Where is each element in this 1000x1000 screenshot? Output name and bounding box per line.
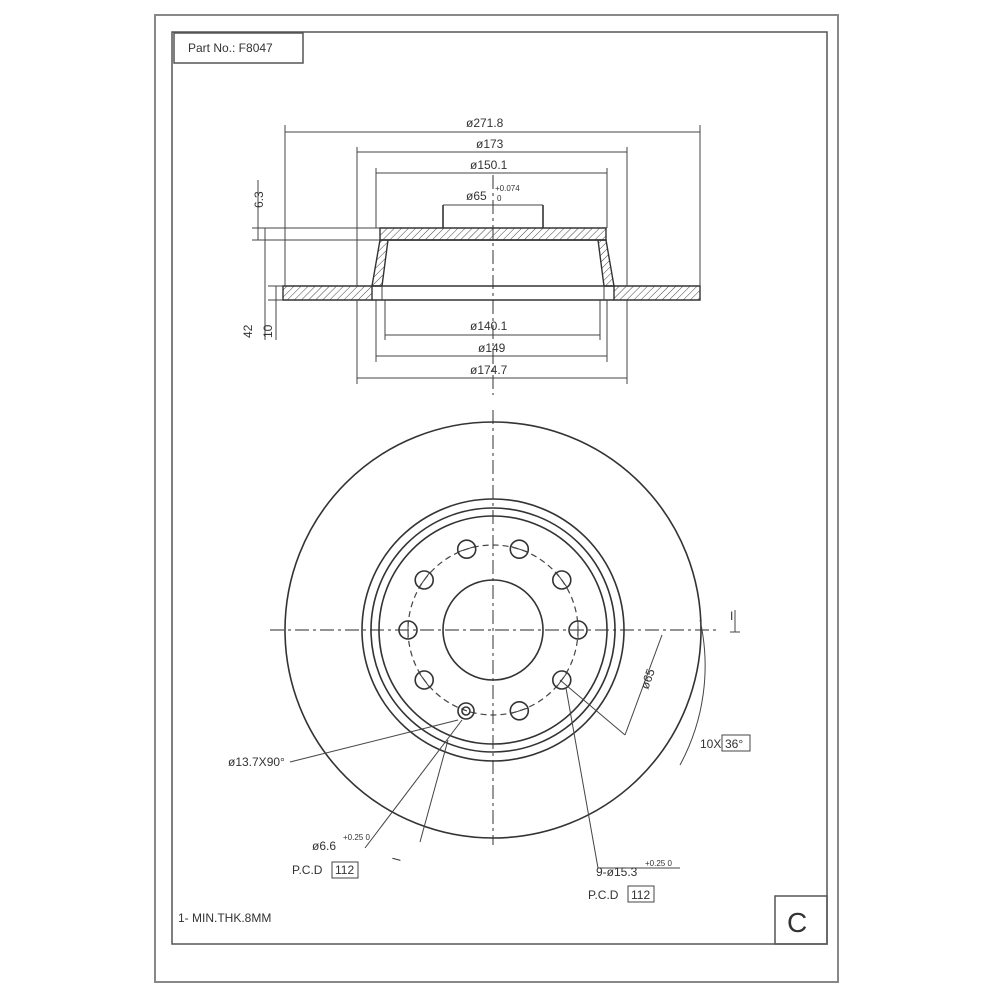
angle-prefix: 10X	[700, 737, 721, 751]
radius-label: ø65	[638, 667, 658, 692]
chamfer-label: ø13.7X90°	[228, 755, 285, 769]
part-number-box	[173, 32, 304, 64]
dim-height: 6.3	[252, 191, 266, 208]
section-mark-1: I	[730, 609, 733, 623]
bolt-hole-axis	[510, 545, 528, 553]
bolt-hole-tol: +0.25 0	[645, 859, 672, 868]
angle-value: 36°	[725, 737, 743, 751]
inner-border	[171, 31, 828, 945]
bolt-hole-axis	[556, 572, 568, 588]
dim-hub-tol-upper: +0.074	[495, 184, 520, 193]
revision-letter: C	[787, 907, 807, 938]
dim-149: ø149	[478, 341, 506, 355]
bolt-hole	[509, 700, 530, 721]
dim-173: ø173	[476, 137, 504, 151]
bolt-pcd-value: 112	[631, 888, 650, 902]
bolt-hole	[414, 570, 435, 590]
bolt-hole	[551, 670, 572, 690]
dim-174: ø174.7	[470, 363, 508, 377]
bolt-hole-label: 9-ø15.3	[596, 865, 638, 879]
bolt-hole	[551, 570, 572, 590]
bolt-pcd-prefix: P.C.D	[588, 888, 619, 902]
small-pcd-prefix: P.C.D	[292, 863, 323, 877]
section-mark-2: I	[389, 856, 403, 863]
front-view: I ø65 10X 36° ø13.7X90° ø6.6 +0.25 0 P.C…	[228, 410, 751, 903]
bolt-hole-axis	[418, 672, 430, 688]
bolt-hole-axis	[418, 572, 430, 588]
small-hole-label: ø6.6	[312, 839, 336, 853]
bolt-hole-axis	[458, 545, 476, 553]
bolt-hole-axis	[510, 707, 528, 715]
small-hole	[457, 702, 475, 720]
dim-hub-tol-lower: 0	[497, 194, 502, 203]
small-hole-tol: +0.25 0	[343, 833, 370, 842]
outer-border	[154, 14, 839, 983]
part-number-label: Part No.: F8047	[188, 41, 273, 55]
bolt-hole	[414, 670, 435, 690]
min-thickness-note: 1- MIN.THK.8MM	[178, 911, 271, 925]
dim-140: ø140.1	[470, 319, 508, 333]
bolt-hole	[509, 539, 530, 560]
bolt-hole-axis	[556, 672, 568, 688]
dim-150: ø150.1	[470, 158, 508, 172]
section-view: ø271.8 ø173 ø150.1 ø65 +0.074 0 ø140.1 ø…	[241, 116, 701, 395]
bolt-hole	[456, 539, 477, 560]
dim-thickness: 10	[261, 324, 275, 338]
dim-outer-diameter: ø271.8	[466, 116, 504, 130]
revision-box	[774, 895, 828, 945]
dim-hub-diameter: ø65	[466, 189, 487, 203]
bolt-holes	[398, 539, 588, 721]
dim-total-left: 42	[241, 324, 255, 338]
small-pcd-value: 112	[335, 863, 354, 877]
